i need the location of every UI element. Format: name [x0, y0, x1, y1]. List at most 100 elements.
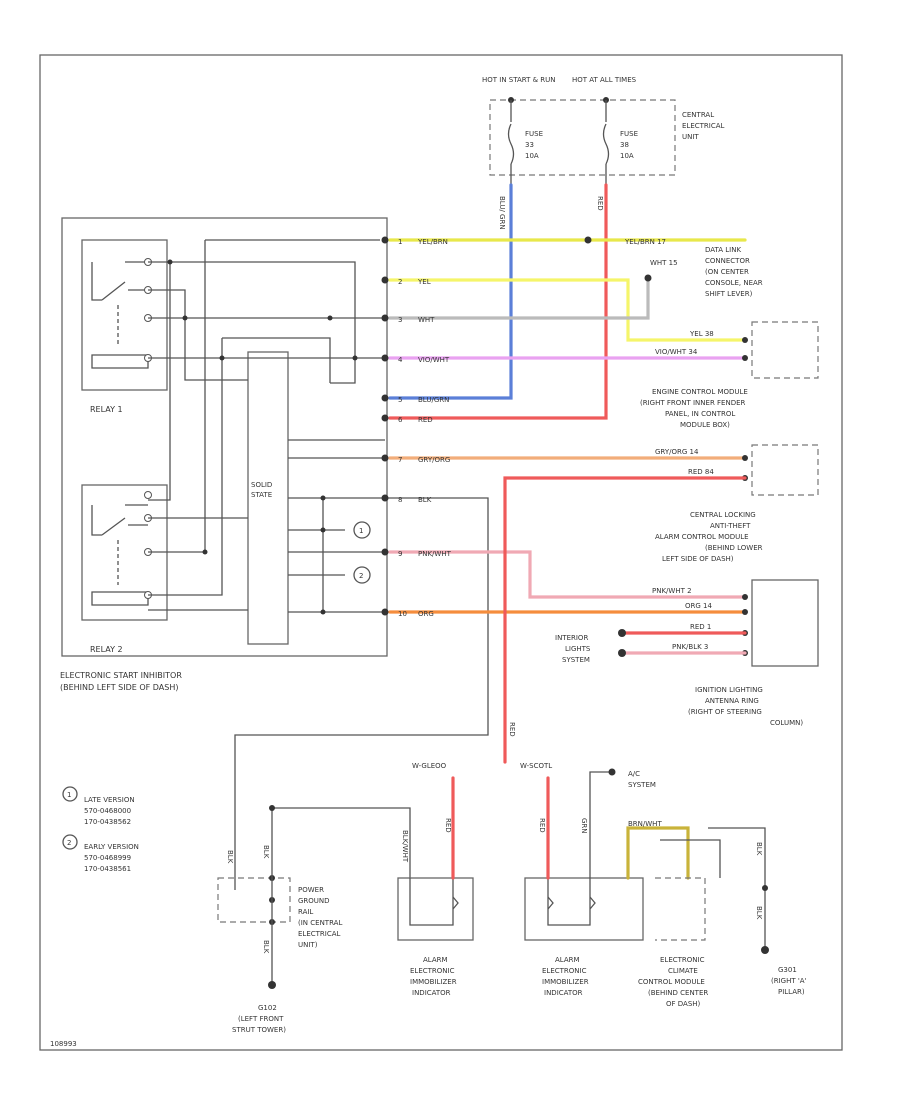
svg-text:(RIGHT FRONT INNER FENDER: (RIGHT FRONT INNER FENDER: [640, 399, 746, 407]
svg-text:RED: RED: [418, 416, 433, 424]
svg-text:G301: G301: [778, 966, 797, 974]
svg-text:CONSOLE, NEAR: CONSOLE, NEAR: [705, 279, 763, 287]
svg-text:SHIFT LEVER): SHIFT LEVER): [705, 290, 753, 298]
svg-text:BLK: BLK: [418, 496, 432, 504]
svg-text:YEL 38: YEL 38: [689, 330, 714, 338]
svg-text:9: 9: [398, 550, 402, 558]
svg-text:UNIT): UNIT): [298, 941, 318, 949]
svg-text:38: 38: [620, 141, 629, 149]
ground-g301: BLK BLK G301 (RIGHT 'A' PILLAR): [708, 827, 807, 996]
svg-text:COLUMN): COLUMN): [770, 719, 803, 727]
pin-row-6: 6 RED: [381, 414, 433, 424]
svg-text:DATA LINK: DATA LINK: [705, 246, 741, 254]
wire-red-top-label: RED: [596, 196, 604, 211]
svg-text:YEL: YEL: [417, 278, 431, 286]
internal-wiring: [148, 239, 390, 615]
svg-text:LEFT SIDE OF DASH): LEFT SIDE OF DASH): [662, 555, 734, 563]
central-electrical-unit-box: [489, 99, 676, 176]
relay-1: RELAY 1: [81, 239, 168, 414]
svg-text:RELAY 1: RELAY 1: [90, 405, 123, 414]
svg-text:SOLID: SOLID: [251, 481, 272, 489]
svg-text:W-GLEOO: W-GLEOO: [412, 762, 447, 770]
wire-blu-grn-top-label: BLU/ GRN: [498, 196, 506, 230]
svg-text:570-0468000: 570-0468000: [84, 807, 131, 815]
solid-state-block: SOLID STATE: [247, 351, 289, 645]
svg-text:7: 7: [398, 456, 402, 464]
svg-text:4: 4: [398, 356, 403, 364]
svg-text:RED 84: RED 84: [688, 468, 714, 476]
pin-row-3: 3 WHT: [381, 274, 652, 324]
svg-text:CENTRAL LOCKING: CENTRAL LOCKING: [690, 511, 756, 519]
svg-text:(RIGHT 'A': (RIGHT 'A': [771, 977, 807, 985]
svg-text:BRN/WHT: BRN/WHT: [628, 820, 662, 828]
svg-text:OF DASH): OF DASH): [666, 1000, 701, 1008]
wire-red-84: [503, 476, 747, 764]
svg-text:3: 3: [398, 316, 402, 324]
svg-text:INDICATOR: INDICATOR: [412, 989, 451, 997]
svg-text:WHT 15: WHT 15: [650, 259, 678, 267]
ceu-label-3: UNIT: [682, 133, 699, 141]
fuse-33: FUSE 33 10A: [507, 100, 543, 185]
climate-control-module: BRN/WHT ELECTRONIC CLIMATE CONTROL MODUL…: [626, 820, 721, 1008]
svg-text:RAIL: RAIL: [298, 908, 313, 916]
hot-in-start-run: HOT IN START & RUN: [482, 76, 556, 84]
svg-text:(BEHIND LOWER: (BEHIND LOWER: [705, 544, 763, 552]
inhibitor-label-1: ELECTRONIC START INHIBITOR: [60, 671, 182, 680]
pin-row-1: 1 YEL/BRN: [381, 236, 747, 246]
svg-text:BLK: BLK: [755, 842, 763, 856]
svg-text:ORG: ORG: [418, 610, 434, 618]
svg-text:10A: 10A: [620, 152, 634, 160]
svg-text:1: 1: [398, 238, 402, 246]
svg-text:CLIMATE: CLIMATE: [668, 967, 698, 975]
start-inhibitor-module: [61, 217, 388, 657]
svg-text:ELECTRONIC: ELECTRONIC: [660, 956, 705, 964]
svg-text:170-0438562: 170-0438562: [84, 818, 131, 826]
svg-text:GRN: GRN: [580, 818, 588, 834]
svg-text:BLK: BLK: [226, 850, 234, 864]
svg-text:8: 8: [398, 496, 402, 504]
svg-text:RED: RED: [538, 818, 546, 833]
svg-text:PANEL, IN CONTROL: PANEL, IN CONTROL: [665, 410, 735, 418]
svg-text:VIO/WHT: VIO/WHT: [418, 356, 450, 364]
central-locking-module: CENTRAL LOCKING ANTI-THEFT ALARM CONTROL…: [652, 511, 819, 667]
pin-row-4: 4 VIO/WHT: [381, 354, 747, 364]
svg-text:STRUT TOWER): STRUT TOWER): [232, 1026, 286, 1034]
hot-at-all-times: HOT AT ALL TIMES: [572, 76, 637, 84]
svg-text:6: 6: [398, 416, 403, 424]
svg-text:2: 2: [398, 278, 402, 286]
svg-text:BLK: BLK: [262, 940, 270, 954]
ac-system-2: SYSTEM: [628, 781, 656, 789]
svg-text:10A: 10A: [525, 152, 539, 160]
svg-text:10: 10: [398, 610, 407, 618]
fuse-38: FUSE 38 10A: [602, 100, 638, 185]
alarm-indicator-2: W-SCOTL RED GRN ALARM ELECTRONIC IMMOBIL…: [520, 762, 644, 997]
svg-text:CONNECTOR: CONNECTOR: [705, 257, 750, 265]
svg-text:1: 1: [67, 791, 71, 799]
pin-row-9: 9 PNK/WHT: [381, 548, 747, 599]
svg-text:5: 5: [398, 396, 402, 404]
svg-text:YEL/BRN 17: YEL/BRN 17: [624, 238, 666, 246]
ceu-label-2: ELECTRICAL: [682, 122, 725, 130]
engine-control-module: YEL 38 VIO/WHT 34 ENGINE CONTROL MODULE …: [640, 321, 819, 429]
ignition-lighting-ring: IGNITION LIGHTING ANTENNA RING (RIGHT OF…: [688, 686, 803, 727]
svg-text:RED: RED: [444, 818, 452, 833]
pin-row-2: 2 YEL: [381, 276, 747, 342]
svg-text:VIO/WHT 34: VIO/WHT 34: [655, 348, 698, 356]
corner-code: 108993: [50, 1040, 77, 1048]
svg-text:GRY/ORG: GRY/ORG: [418, 456, 450, 464]
svg-text:IMMOBILIZER: IMMOBILIZER: [542, 978, 589, 986]
svg-text:GRY/ORG 14: GRY/ORG 14: [655, 448, 699, 456]
svg-text:PNK/BLK 3: PNK/BLK 3: [672, 643, 708, 651]
svg-text:170-0438561: 170-0438561: [84, 865, 131, 873]
svg-text:(IN CENTRAL: (IN CENTRAL: [298, 919, 342, 927]
ceu-label-1: CENTRAL: [682, 111, 714, 119]
svg-text:PNK/WHT: PNK/WHT: [418, 550, 452, 558]
pin-row-5: 5 BLU/GRN: [381, 394, 449, 404]
svg-text:WHT: WHT: [418, 316, 435, 324]
svg-text:(LEFT FRONT: (LEFT FRONT: [238, 1015, 284, 1023]
ac-system-1: A/C: [628, 770, 640, 778]
inhibitor-label-2: (BEHIND LEFT SIDE OF DASH): [60, 683, 178, 692]
svg-text:BLK: BLK: [755, 906, 763, 920]
svg-text:FUSE: FUSE: [620, 130, 638, 138]
svg-text:CONTROL MODULE: CONTROL MODULE: [638, 978, 705, 986]
